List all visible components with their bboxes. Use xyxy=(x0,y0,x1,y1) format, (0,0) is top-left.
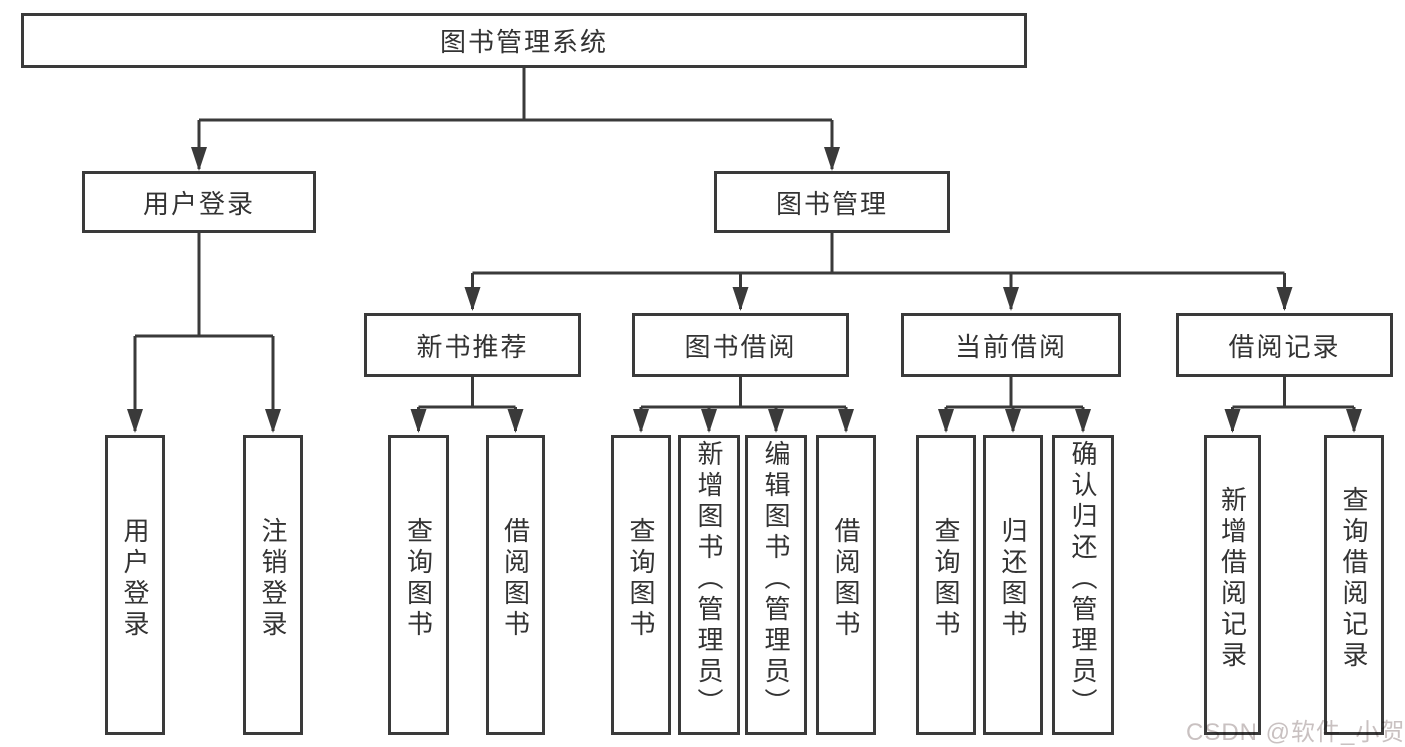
leaf-label: 注销登录 xyxy=(258,517,288,641)
leaf-label: 借阅图书 xyxy=(500,517,531,641)
node-leaf-query-books-recommend: 查询图书 xyxy=(388,435,449,735)
node-leaf-return-books: 归还图书 xyxy=(983,435,1043,735)
node-new-book-recommend: 新书推荐 xyxy=(364,313,581,377)
leaf-label: 用户登录 xyxy=(120,517,150,641)
node-leaf-logout-login: 注销登录 xyxy=(243,435,303,735)
node-root-system: 图书管理系统 xyxy=(21,13,1027,68)
leaf-label: 确认归还（管理员） xyxy=(1068,439,1098,719)
node-book-management: 图书管理 xyxy=(714,171,950,233)
node-leaf-edit-books-admin: 编辑图书（管理员） xyxy=(745,435,807,735)
leaf-label: 借阅图书 xyxy=(831,517,861,641)
leaf-label: 查询图书 xyxy=(626,517,656,641)
node-leaf-confirm-return-admin: 确认归还（管理员） xyxy=(1052,435,1114,735)
node-leaf-user-login: 用户登录 xyxy=(105,435,165,735)
leaf-label: 归还图书 xyxy=(998,517,1028,641)
leaf-label: 查询借阅记录 xyxy=(1339,486,1369,672)
node-leaf-add-books-admin: 新增图书（管理员） xyxy=(678,435,740,735)
node-leaf-query-books-borrow: 查询图书 xyxy=(611,435,671,735)
node-leaf-add-borrow-record: 新增借阅记录 xyxy=(1204,435,1261,735)
csdn-watermark: CSDN @软件_小贺同学 xyxy=(1186,719,1405,746)
node-leaf-borrow-books-recommend: 借阅图书 xyxy=(486,435,545,735)
leaf-label: 查询图书 xyxy=(931,517,961,641)
node-leaf-borrow-books: 借阅图书 xyxy=(816,435,876,735)
node-current-borrowing: 当前借阅 xyxy=(901,313,1121,377)
node-user-login: 用户登录 xyxy=(82,171,316,233)
node-leaf-query-borrow-record: 查询借阅记录 xyxy=(1324,435,1384,735)
leaf-label: 查询图书 xyxy=(403,517,434,641)
node-leaf-query-books-current: 查询图书 xyxy=(916,435,976,735)
leaf-label: 新增借阅记录 xyxy=(1217,486,1248,672)
leaf-label: 新增图书（管理员） xyxy=(694,439,724,719)
leaf-label: 编辑图书（管理员） xyxy=(761,439,791,719)
node-borrowing-records: 借阅记录 xyxy=(1176,313,1393,377)
node-book-borrowing: 图书借阅 xyxy=(632,313,849,377)
